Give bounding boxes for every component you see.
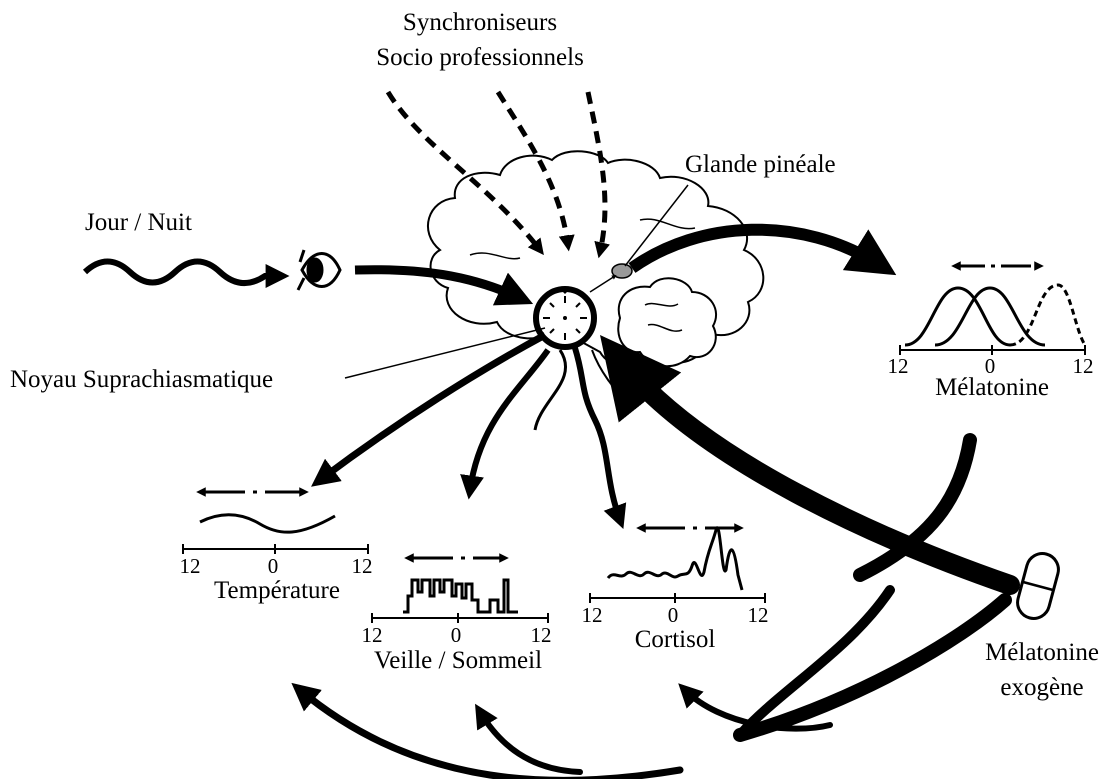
sleep-wake-chart: 12 0 12	[362, 558, 552, 647]
melatonin-tick-left: 12	[888, 354, 909, 378]
melatonin-tick-right: 12	[1073, 354, 1094, 378]
pill-icon	[1014, 550, 1062, 622]
temperature-label: Température	[214, 577, 340, 604]
melatonin-curve-1	[905, 288, 1010, 345]
eye-icon	[298, 250, 340, 290]
arrow-to-cortisol	[575, 348, 620, 520]
melatonin-curve-3	[1010, 285, 1085, 345]
temperature-curve	[200, 515, 335, 532]
sleep-hypnogram	[403, 580, 518, 612]
jour-nuit-label: Jour / Nuit	[85, 209, 192, 236]
arrow-to-sleep-return	[480, 712, 580, 772]
synchro-label-line1: Synchroniseurs	[403, 9, 557, 36]
cortisol-curve	[608, 528, 742, 590]
pineal-gland-icon	[612, 264, 632, 278]
noyau-label: Noyau Suprachiasmatique	[10, 366, 273, 393]
exogenous-flow-arrows	[300, 360, 1010, 779]
cortisol-tick-right: 12	[748, 603, 769, 627]
cortisol-tick-left: 12	[582, 603, 603, 627]
melatonin-chart: 12 0 12	[888, 266, 1094, 378]
brain-outline	[428, 151, 763, 400]
sleep-tick-right: 12	[531, 623, 552, 647]
arrow-to-temperature-return	[300, 690, 680, 779]
temperature-chart: 12 0 12	[180, 492, 373, 578]
cortisol-label: Cortisol	[635, 626, 716, 653]
synchro-label-line2: Socio professionnels	[376, 44, 584, 71]
cortisol-tick-mid: 0	[668, 603, 679, 627]
sleep-tick-left: 12	[362, 623, 383, 647]
melatonine-label: Mélatonine	[935, 374, 1049, 401]
exogene-label-line2: exogène	[1000, 674, 1083, 701]
temperature-tick-right: 12	[352, 554, 373, 578]
glande-pineale-label: Glande pinéale	[685, 151, 836, 178]
temperature-tick-left: 12	[180, 554, 201, 578]
cortisol-chart: 12 0 12	[582, 528, 769, 627]
scn-output-arrows	[320, 335, 620, 520]
melatonin-curve-2	[935, 288, 1045, 345]
light-wave	[85, 262, 280, 284]
veille-sommeil-label: Veille / Sommeil	[374, 647, 542, 674]
sleep-tick-mid: 0	[451, 623, 462, 647]
temperature-tick-mid: 0	[268, 554, 279, 578]
exogene-label-line1: Mélatonine	[985, 639, 1099, 666]
